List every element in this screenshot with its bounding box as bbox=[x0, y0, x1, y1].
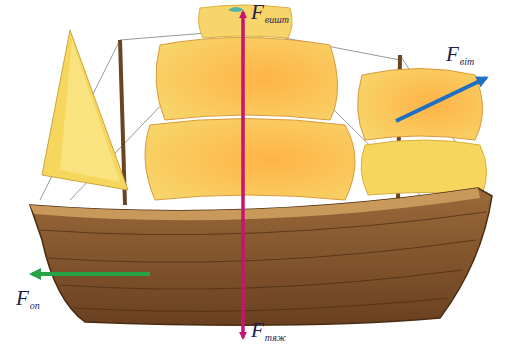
wind-force-label: Fвіт bbox=[446, 42, 474, 67]
drag-force-label: Fоп bbox=[16, 286, 40, 311]
gravity-force-label: Fтяж bbox=[251, 318, 286, 343]
force-subscript: тяж bbox=[265, 332, 286, 343]
force-symbol: F bbox=[251, 318, 264, 342]
force-symbol: F bbox=[446, 42, 459, 66]
force-subscript: віт bbox=[460, 56, 474, 67]
force-subscript: вишт bbox=[265, 14, 289, 25]
buoyant-force-label: Fвишт bbox=[251, 0, 289, 25]
force-subscript: оп bbox=[30, 300, 40, 311]
force-symbol: F bbox=[16, 286, 29, 310]
force-symbol: F bbox=[251, 0, 264, 24]
